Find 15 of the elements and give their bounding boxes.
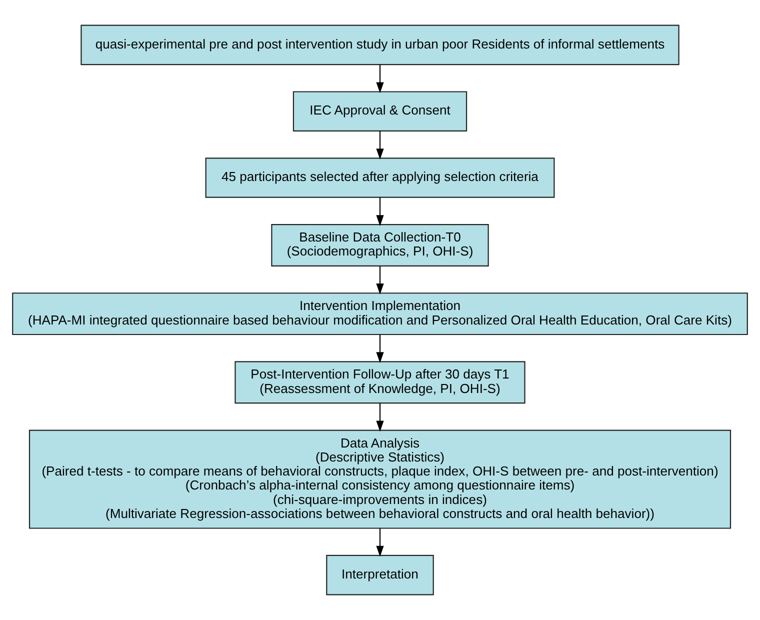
arrow xyxy=(376,64,384,94)
node-box: IEC Approval & Consent xyxy=(292,91,468,132)
node-box: Post-Intervention Follow-Up after 30 days T1 (Reassessment of Knowledge, PI, OHI-S) xyxy=(234,361,526,404)
arrow xyxy=(376,197,384,226)
node-box: Data Analysis (Descriptive Statistics) (Paired t-tests - to compare means of behavioral constructs, plaque index, OHI-S between pre- and post-intervention) (Cronbach’s alpha-internal consistency among questionnaire items) (chi-square-improvements in indices) (Multivariate Regression-associations between behavioral constructs and oral health behavior)) xyxy=(28,430,732,529)
node-box: 45 participants selected after applying selection criteria xyxy=(205,158,555,198)
arrow xyxy=(376,403,384,432)
arrow xyxy=(376,528,384,557)
arrow xyxy=(376,131,384,160)
node-box: Intervention Implementation (HAPA-MI integrated questionnaire based behaviour modification and Personalized Oral Health Education, Oral Care Kits) xyxy=(12,292,748,336)
node-box: Interpretation xyxy=(326,554,434,596)
arrow xyxy=(376,334,384,364)
node-box: Baseline Data Collection-T0 (Sociodemographics, PI, OHI-S) xyxy=(271,224,489,266)
arrow xyxy=(376,266,384,294)
node-box: quasi-experimental pre and post intervention study in urban poor Residents of informal settlements xyxy=(80,24,680,66)
